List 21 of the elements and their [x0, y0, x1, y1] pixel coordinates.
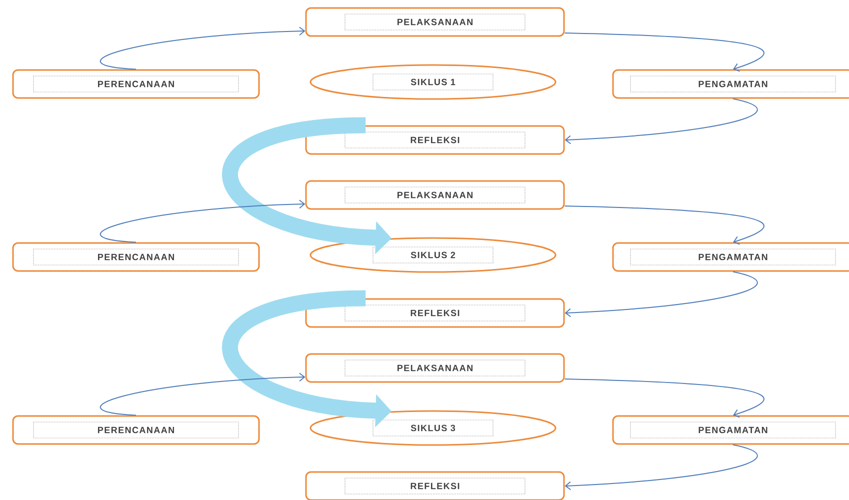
- stage-box: PERENCANAAN: [12, 69, 260, 99]
- stage-box: REFLEKSI: [305, 298, 565, 328]
- stage-box: PELAKSANAAN: [305, 7, 565, 37]
- arrow: [564, 32, 764, 72]
- stage-box: PERENCANAAN: [12, 415, 260, 445]
- arrow: [564, 206, 764, 245]
- arrow: [100, 372, 306, 416]
- stage-box: PENGAMATAN: [612, 242, 849, 272]
- stage-box: PELAKSANAAN: [305, 180, 565, 210]
- stage-box: REFLEKSI: [305, 471, 565, 500]
- arrow: [564, 271, 758, 318]
- stage-box: PENGAMATAN: [612, 415, 849, 445]
- stage-box: PELAKSANAAN: [305, 353, 565, 383]
- arrow: [564, 98, 758, 144]
- stage-box: PENGAMATAN: [612, 69, 849, 99]
- stage-box: PERENCANAAN: [12, 242, 260, 272]
- arrow: [100, 200, 306, 243]
- arrow: [564, 378, 764, 418]
- stage-box: REFLEKSI: [305, 125, 565, 155]
- arrow: [100, 26, 306, 70]
- arrow: [564, 444, 758, 490]
